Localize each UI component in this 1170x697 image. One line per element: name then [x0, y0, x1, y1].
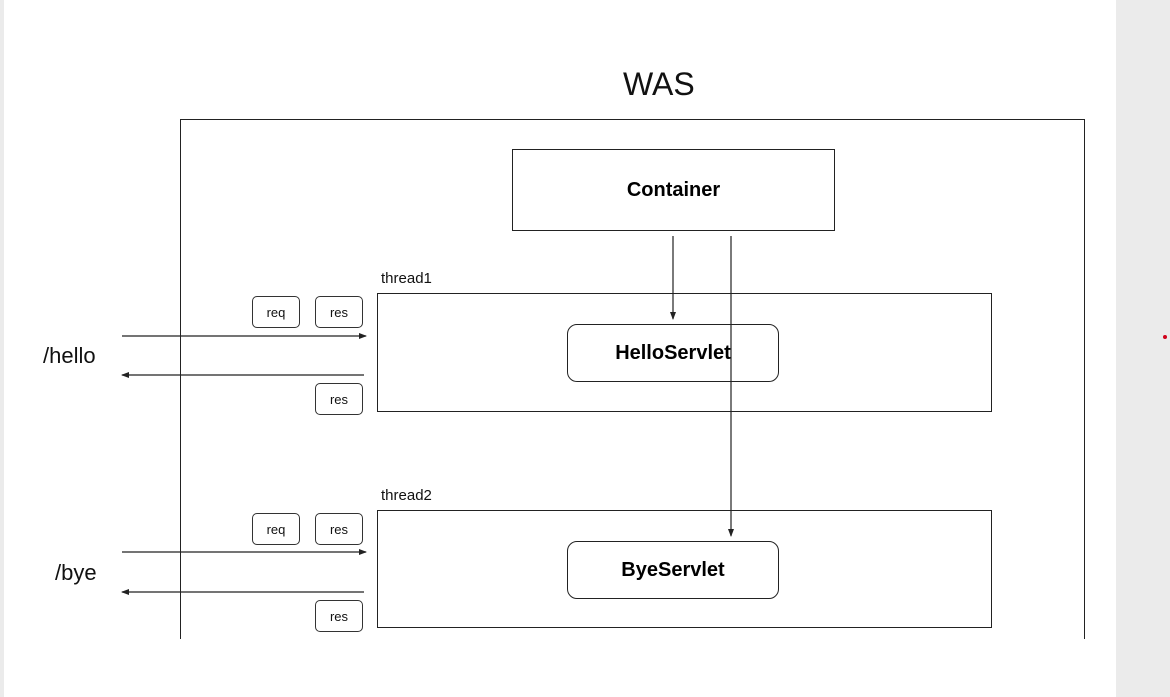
hello-servlet-box: HelloServlet [567, 324, 779, 382]
slide-canvas [4, 0, 1116, 697]
thread1-req-tag: req [252, 296, 300, 328]
hello-path-label: /hello [43, 343, 96, 368]
bye-path-label: /bye [55, 560, 97, 585]
thread1-box [377, 293, 992, 412]
bye-servlet-box: ByeServlet [567, 541, 779, 599]
thread1-res-out-tag: res [315, 383, 363, 415]
thread2-req-tag: req [252, 513, 300, 545]
was-title: WAS [623, 66, 695, 102]
thread1-res-in-tag: res [315, 296, 363, 328]
thread2-res-out-tag: res [315, 600, 363, 632]
thread1-label: thread1 [381, 270, 432, 287]
red-marker-dot [1163, 335, 1167, 339]
thread2-label: thread2 [381, 487, 432, 504]
container-box: Container [512, 149, 835, 231]
was-box [180, 119, 1085, 639]
thread2-box [377, 510, 992, 628]
thread2-res-in-tag: res [315, 513, 363, 545]
